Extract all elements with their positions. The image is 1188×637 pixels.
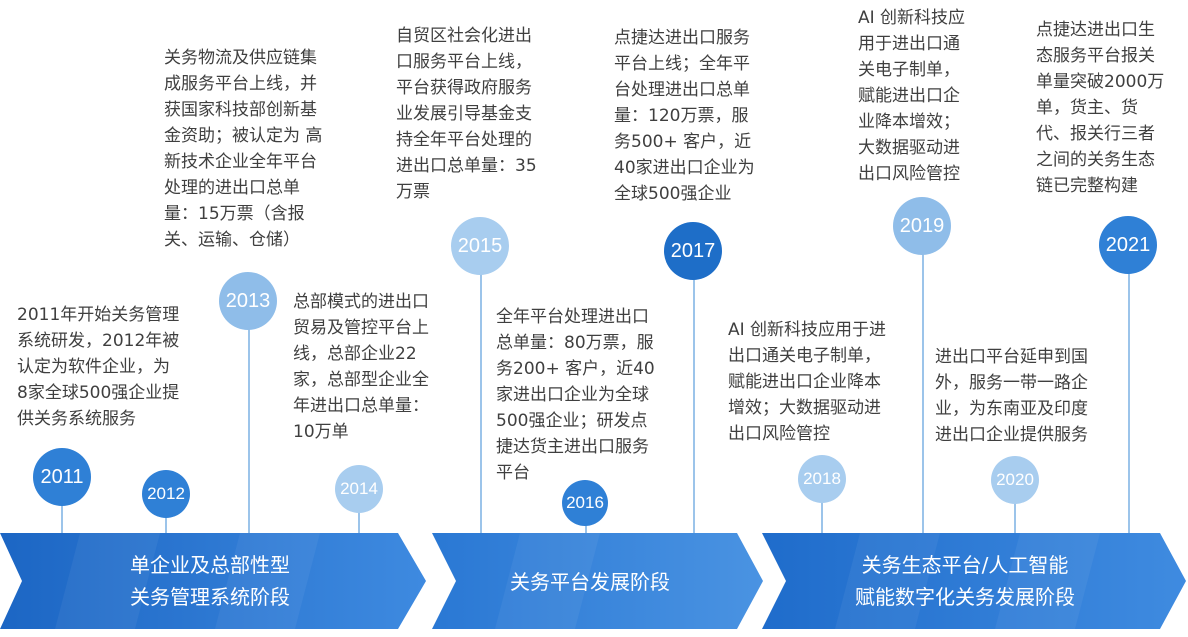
annotation-2021: 点捷达进出口生 态服务平台报关 单量突破2000万 单，货主、货 代、报关行三者… — [1036, 20, 1165, 196]
phase-band-1 — [0, 533, 426, 629]
year-label-2017: 2017 — [670, 239, 716, 262]
connector-2011 — [61, 500, 63, 533]
year-circle-2016: 2016 — [562, 480, 608, 526]
connector-2019 — [922, 253, 924, 533]
year-circle-2013: 2013 — [219, 272, 277, 330]
year-label-2019: 2019 — [899, 214, 945, 237]
year-label-2016: 2016 — [566, 493, 604, 512]
phase-label-1: 单企业及总部性型 关务管理系统阶段 — [130, 553, 290, 609]
annotation-2011: 2011年开始关务管理 系统研发，2012年被 认定为软件企业，为 8家全球50… — [17, 305, 180, 429]
year-label-2013: 2013 — [225, 289, 271, 312]
phase-label-2: 关务平台发展阶段 — [510, 570, 670, 594]
year-circle-2011: 2011 — [33, 448, 91, 506]
year-label-2021: 2021 — [1105, 233, 1151, 256]
phase-label-3: 关务生态平台/人工智能 赋能数字化关务发展阶段 — [855, 553, 1075, 609]
year-circle-2012: 2012 — [142, 470, 190, 518]
year-label-2020: 2020 — [996, 470, 1034, 489]
connector-2021 — [1128, 272, 1130, 533]
year-circle-2015: 2015 — [451, 217, 509, 275]
phase-band-3 — [762, 533, 1186, 629]
connector-2020 — [1014, 502, 1016, 533]
year-label-2012: 2012 — [147, 484, 185, 503]
connector-2013 — [248, 325, 250, 533]
year-circle-2017: 2017 — [664, 222, 722, 280]
connector-2012 — [165, 512, 167, 533]
year-circle-2020: 2020 — [991, 456, 1039, 504]
annotation-2019: AI 创新科技应 用于进出口通 关电子制单， 赋能进出口企 业降本增效； 大数据… — [858, 8, 966, 184]
year-label-2014: 2014 — [340, 479, 378, 498]
year-label-2018: 2018 — [803, 469, 841, 488]
connector-2017 — [693, 278, 695, 533]
annotation-2017: 点捷达进出口服务 平台上线；全年平 台处理进出口总单 量：120万票，服 务50… — [614, 28, 755, 204]
year-label-2015: 2015 — [457, 234, 503, 257]
year-circle-2021: 2021 — [1099, 216, 1157, 274]
annotation-2015: 自贸区社会化进出 口服务平台上线， 平台获得政府服务 业发展引导基金支 持全年平… — [396, 26, 537, 202]
connector-2014 — [358, 510, 360, 533]
annotation-2014: 总部模式的进出口 贸易及管控平台上 线，总部企业22 家，总部型企业全 年进出口… — [293, 292, 429, 442]
connector-2016 — [585, 520, 587, 533]
connector-2018 — [821, 500, 823, 533]
annotation-2018: AI 创新科技应用于进 出口通关电子制单， 赋能进出口企业降本 增效；大数据驱动… — [728, 320, 887, 444]
year-circle-2019: 2019 — [893, 197, 951, 255]
phase-band-2 — [432, 533, 763, 629]
annotation-2016: 全年平台处理进出口 总单量：80万票，服 务200+ 客户，近40 家进出口企业… — [496, 307, 655, 483]
annotation-2013: 关务物流及供应链集 成服务平台上线，并 获国家科技部创新基 金资助；被认定为 高… — [164, 48, 323, 250]
annotation-2020: 进出口平台延申到国 外，服务一带一路企 业，为东南亚及印度 进出口企业提供服务 — [935, 347, 1088, 445]
connector-2015 — [480, 272, 482, 533]
year-label-2011: 2011 — [40, 465, 84, 488]
year-circle-2018: 2018 — [798, 455, 846, 503]
year-circle-2014: 2014 — [335, 465, 383, 513]
